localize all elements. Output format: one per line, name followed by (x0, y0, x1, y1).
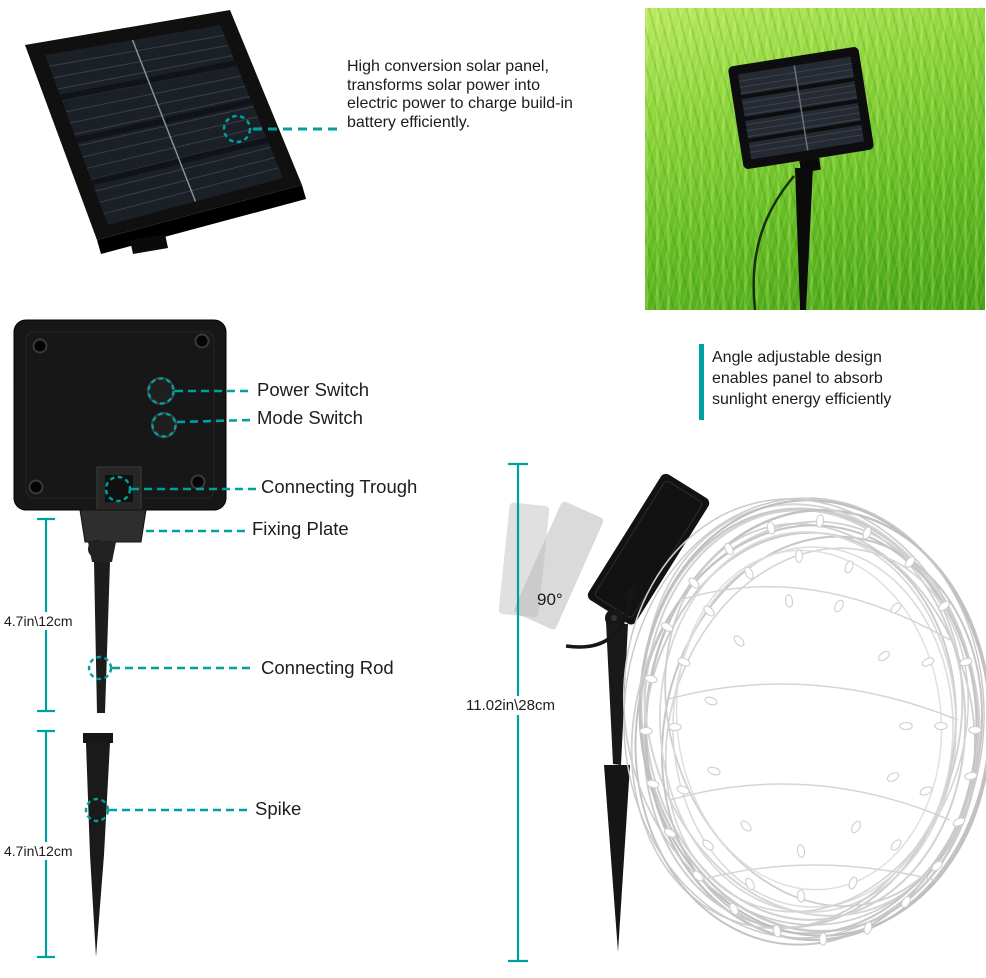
power-switch-button (147, 377, 175, 405)
spike-label: Spike (255, 798, 302, 819)
leader-lines (109, 389, 256, 812)
stake-total-length-measurement: 11.02in\28cm (464, 696, 557, 715)
corner-screws (28, 333, 210, 495)
connecting-rod-label: Connecting Rod (261, 657, 394, 678)
led-bulbs (639, 513, 982, 946)
ground-spike (604, 765, 630, 952)
staked-panel-in-grass (728, 47, 874, 311)
photo-power-wire (752, 175, 795, 311)
rotation-angle-value: 90° (537, 590, 563, 609)
mode-switch-button (151, 412, 177, 438)
photo-ground-stake (795, 168, 813, 310)
spike-length-measurement: 4.7in\12cm (2, 842, 75, 860)
annotation-markers (84, 377, 256, 823)
string-light-coil-illustration (622, 497, 986, 946)
spike-marker (84, 797, 110, 823)
grass-photo (645, 8, 985, 311)
power-switch-label: Power Switch (257, 379, 370, 400)
ghost-panel-2 (514, 501, 604, 630)
connecting-trough-part (96, 466, 142, 511)
mode-switch-marker (151, 412, 177, 438)
solar-panel-callout-text: High conversion solar panel, transforms … (347, 58, 573, 131)
fixing-plate-and-rod-illustration (79, 509, 147, 713)
tilted-panel (587, 473, 710, 625)
spike-illustration (83, 733, 113, 957)
power-switch-marker (147, 377, 175, 405)
solar-panel-callout-marker (222, 114, 343, 144)
rod-length-measurement: 4.7in\12cm (2, 612, 75, 630)
solar-panel-front-illustration (25, 10, 306, 254)
connecting-trough-label: Connecting Trough (261, 476, 418, 497)
mode-switch-label: Mode Switch (257, 407, 363, 428)
connecting-trough-marker (104, 475, 132, 503)
rotation-arrow (565, 597, 632, 649)
solar-panel-back-illustration (13, 319, 227, 511)
connecting-rod-marker (87, 655, 113, 681)
fixing-plate-label: Fixing Plate (252, 518, 349, 539)
angle-callout-accent-bar (699, 344, 704, 420)
angle-adjustable-callout-text: Angle adjustable design enables panel to… (712, 349, 892, 409)
